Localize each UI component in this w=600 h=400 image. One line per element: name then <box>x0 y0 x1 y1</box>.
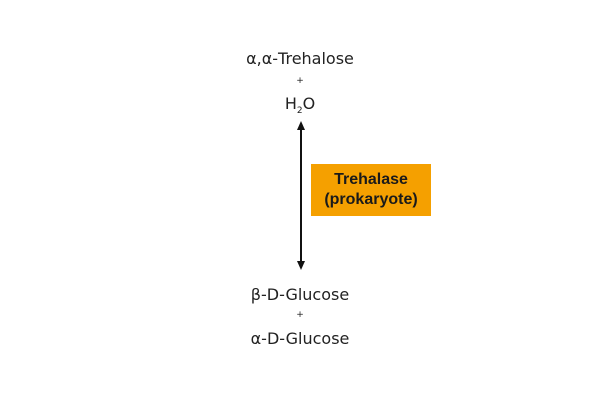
reactant-plus-sign: + <box>296 76 304 86</box>
enzyme-source: (prokaryote) <box>324 191 418 208</box>
product-plus-sign: + <box>296 310 304 320</box>
reactant-trehalose: α,α-Trehalose <box>246 49 354 68</box>
product-alpha-d-glucose: α-D-Glucose <box>250 329 350 348</box>
enzyme-label-box: Trehalase (prokaryote) <box>311 164 431 216</box>
enzyme-name: Trehalase <box>334 171 408 188</box>
reactant-water: H2O <box>0 96 600 116</box>
product-beta-d-glucose: β-D-Glucose <box>250 285 350 304</box>
arrowhead-up-icon <box>297 121 305 130</box>
water-o: O <box>302 94 316 113</box>
water-h: H <box>284 94 297 113</box>
water-subscript-2: 2 <box>296 106 303 116</box>
arrowhead-down-icon <box>297 261 305 270</box>
